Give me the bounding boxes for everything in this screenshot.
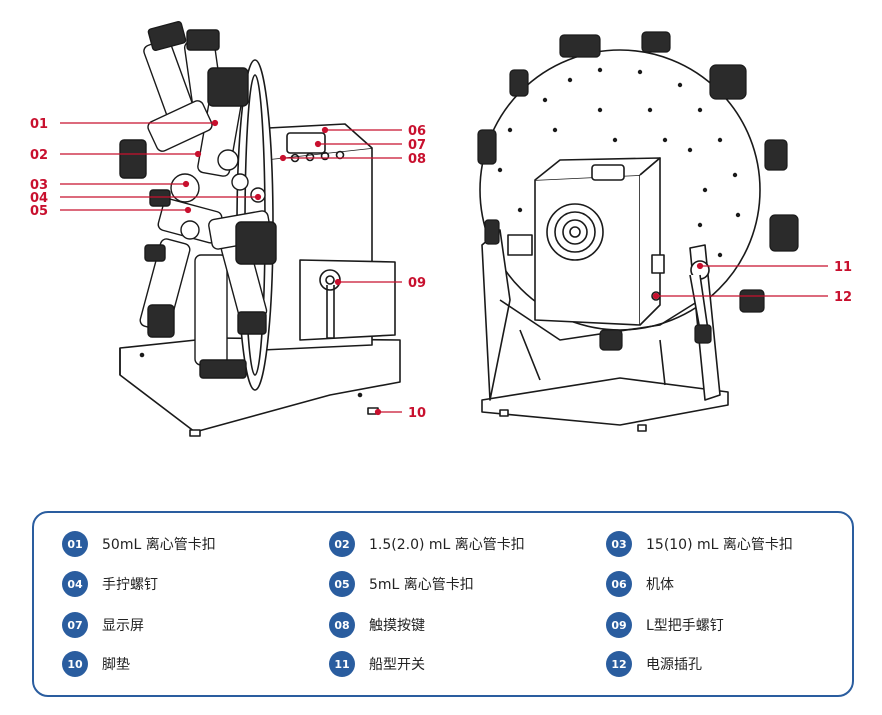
callout-09: 09 <box>408 276 426 291</box>
legend-badge: 09 <box>606 612 632 638</box>
right-device-view <box>479 49 761 432</box>
legend-label: 1.5(2.0) mL 离心管卡扣 <box>369 537 525 553</box>
legend-item-09: 09 L型把手螺钉 <box>606 612 724 638</box>
callout-01: 01 <box>30 117 48 132</box>
legend-item-01: 01 50mL 离心管卡扣 <box>62 531 216 557</box>
legend-label: 机体 <box>646 577 674 593</box>
callout-numbers: 01 02 03 04 05 06 07 08 09 10 11 12 <box>30 117 852 421</box>
legend-item-12: 12 电源插孔 <box>606 651 702 677</box>
legend-item-04: 04 手拧螺钉 <box>62 571 158 597</box>
callout-02: 02 <box>30 148 48 163</box>
legend-badge: 08 <box>329 612 355 638</box>
legend-label: 船型开关 <box>369 657 425 673</box>
legend-item-05: 05 5mL 离心管卡扣 <box>329 571 474 597</box>
legend-item-02: 02 1.5(2.0) mL 离心管卡扣 <box>329 531 525 557</box>
legend-label: 5mL 离心管卡扣 <box>369 577 474 593</box>
right-rotor-details <box>477 31 799 351</box>
legend-badge: 10 <box>62 651 88 677</box>
legend-label: 触摸按键 <box>369 618 425 634</box>
legend-label: 显示屏 <box>102 618 144 634</box>
callout-lines <box>60 119 828 416</box>
callout-07: 07 <box>408 138 426 153</box>
legend-badge: 05 <box>329 571 355 597</box>
legend-label: 手拧螺钉 <box>102 577 158 593</box>
legend-label: 50mL 离心管卡扣 <box>102 537 216 553</box>
legend-badge: 12 <box>606 651 632 677</box>
legend-label: 脚垫 <box>102 657 130 673</box>
legend-badge: 04 <box>62 571 88 597</box>
legend-item-11: 11 船型开关 <box>329 651 425 677</box>
legend-badge: 11 <box>329 651 355 677</box>
left-tubes <box>119 20 277 379</box>
callout-03: 03 <box>30 178 48 193</box>
legend-item-10: 10 脚垫 <box>62 651 130 677</box>
legend-badge: 02 <box>329 531 355 557</box>
legend-item-08: 08 触摸按键 <box>329 612 425 638</box>
callout-06: 06 <box>408 124 426 139</box>
callout-04: 04 <box>30 191 48 206</box>
legend-label: 电源插孔 <box>646 657 702 673</box>
product-diagram: 01 02 03 04 05 06 07 08 09 10 11 12 <box>30 20 852 437</box>
legend-item-06: 06 机体 <box>606 571 674 597</box>
legend-badge: 07 <box>62 612 88 638</box>
legend-badge: 01 <box>62 531 88 557</box>
legend-item-07: 07 显示屏 <box>62 612 144 638</box>
legend-badge: 06 <box>606 571 632 597</box>
legend-label: 15(10) mL 离心管卡扣 <box>646 537 793 553</box>
legend-label: L型把手螺钉 <box>646 618 724 634</box>
callout-12: 12 <box>834 290 852 305</box>
legend-badge: 03 <box>606 531 632 557</box>
parts-legend: 01 50mL 离心管卡扣 02 1.5(2.0) mL 离心管卡扣 03 15… <box>32 511 854 697</box>
callout-08: 08 <box>408 152 426 167</box>
legend-item-03: 03 15(10) mL 离心管卡扣 <box>606 531 793 557</box>
callout-11: 11 <box>834 260 852 275</box>
callout-10: 10 <box>408 406 426 421</box>
callout-05: 05 <box>30 204 48 219</box>
